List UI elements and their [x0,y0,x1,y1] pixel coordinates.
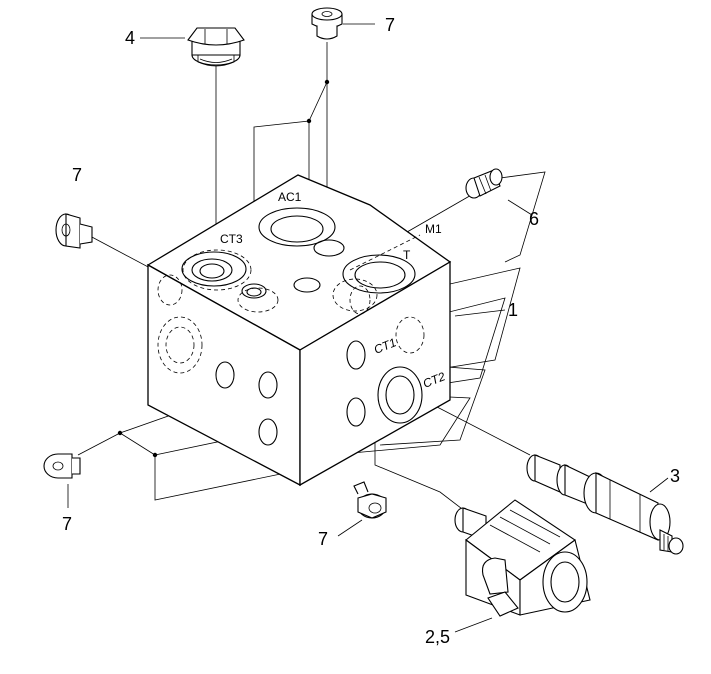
plug-item-7-top [311,7,343,40]
callout-4: 4 [125,28,135,48]
plug-item-4 [187,27,245,67]
insert-item-6 [465,168,503,199]
manifold-block: AC1 CT3 M1 T CT1 CT2 [146,174,452,487]
callout-6: 6 [529,209,539,229]
callout-7-left: 7 [72,165,82,185]
callout-7-bottom-mid: 7 [318,529,328,549]
port-label-ac1: AC1 [278,190,302,204]
callout-7-bottom-left: 7 [62,514,72,534]
plug-item-7-bottom-mid [353,481,387,519]
cartridge-valve-item-3 [526,454,684,555]
callout-7-top: 7 [385,15,395,35]
plug-item-7-left [55,213,93,249]
callout-1: 1 [508,300,518,320]
callouts: 4 7 7 6 1 3 7 7 2,5 [62,15,680,647]
callout-3: 3 [670,466,680,486]
port-label-m1: M1 [425,222,442,236]
plug-item-7-bottom-left [43,453,81,479]
solenoid-coil-item-2-5 [454,499,591,617]
callout-2-5: 2,5 [425,627,450,647]
port-label-t: T [403,248,411,262]
port-label-ct3: CT3 [220,232,243,246]
